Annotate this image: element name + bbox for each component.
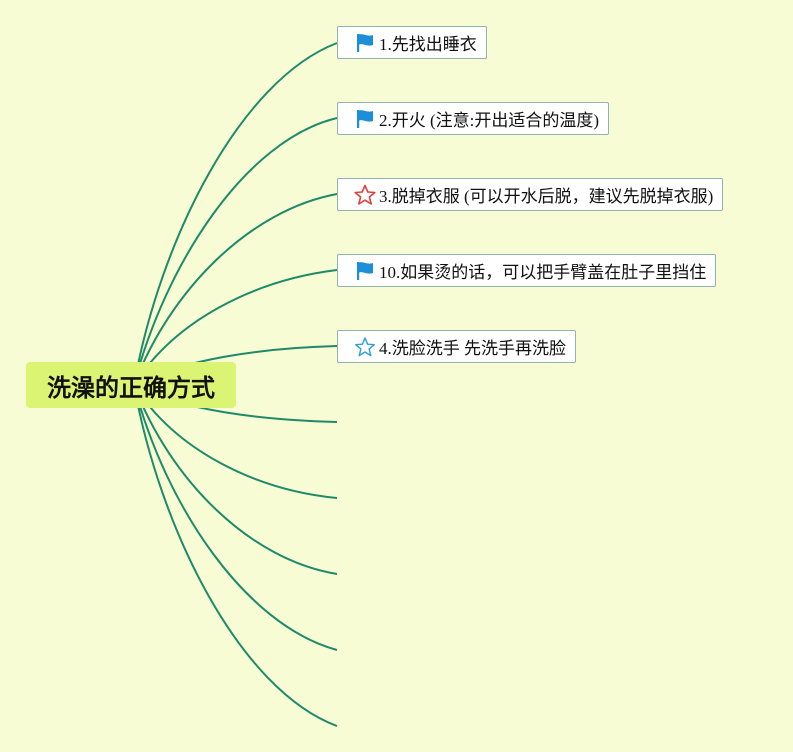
- root-topic[interactable]: 洗澡的正确方式: [26, 362, 236, 408]
- topic-turn-on-fire[interactable]: 2.开火 (注意:开出适合的温度): [337, 102, 610, 135]
- connector-empty-4: [133, 384, 338, 651]
- topic-label: 3.脱掉衣服 (可以开水后脱，建议先脱掉衣服): [379, 187, 714, 206]
- blue-star-icon: [354, 336, 376, 358]
- connector-empty-2: [133, 384, 338, 499]
- topic-label: 1.先找出睡衣: [379, 35, 477, 54]
- blue-flag-icon: [354, 260, 376, 282]
- topic-label: 4.洗脸洗手 先洗手再洗脸: [379, 339, 566, 358]
- topic-take-off-clothes[interactable]: 3.脱掉衣服 (可以开水后脱，建议先脱掉衣服): [337, 178, 724, 211]
- topic-label: 2.开火 (注意:开出适合的温度): [379, 111, 600, 130]
- connector-branch-1: [133, 42, 338, 386]
- connector-branch-4: [133, 269, 338, 386]
- topic-wash-face-hands[interactable]: 4.洗脸洗手 先洗手再洗脸: [337, 330, 576, 363]
- topic-label: 10.如果烫的话，可以把手臂盖在肚子里挡住: [379, 263, 707, 282]
- root-topic-label: 洗澡的正确方式: [47, 373, 215, 402]
- connector-branch-2: [133, 117, 338, 386]
- connector-empty-5: [133, 384, 338, 727]
- blue-flag-icon: [354, 32, 376, 54]
- blue-flag-icon: [354, 108, 376, 130]
- red-star-icon: [354, 184, 376, 206]
- connector-branch-3: [133, 193, 338, 386]
- connector-empty-3: [133, 384, 338, 575]
- topic-if-too-hot[interactable]: 10.如果烫的话，可以把手臂盖在肚子里挡住: [337, 254, 717, 287]
- topic-find-pajamas[interactable]: 1.先找出睡衣: [337, 26, 487, 59]
